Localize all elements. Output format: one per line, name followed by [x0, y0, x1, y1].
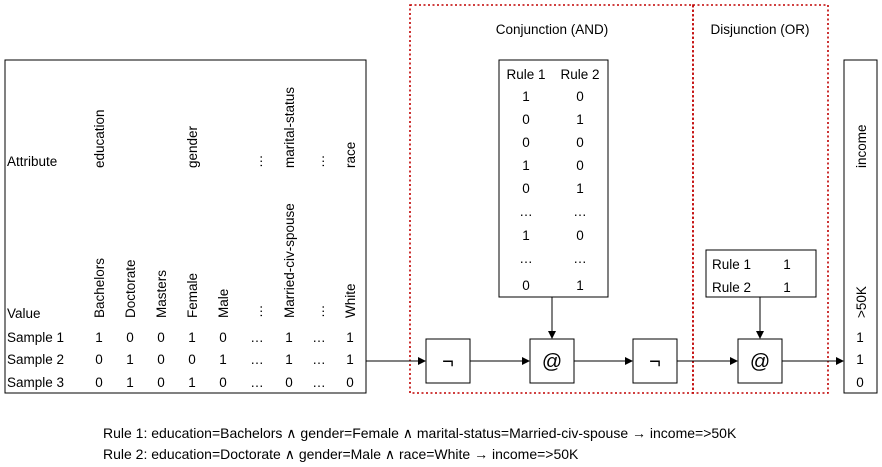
value-header: Married-civ-spouse	[282, 203, 297, 318]
sample-cell: 0	[346, 375, 354, 390]
conjunction-title: Conjunction (AND)	[496, 22, 609, 37]
conjunction-cell: …	[519, 251, 533, 266]
output-sample-3: 0	[856, 375, 864, 390]
sample-cell: 1	[95, 330, 103, 345]
value-header: …	[250, 305, 265, 319]
conjunction-cell: 1	[522, 158, 530, 173]
sample-cell: 1	[285, 352, 293, 367]
output-sample-1: 1	[856, 330, 864, 345]
attribute-header: education	[92, 109, 107, 168]
sample-cell: 1	[126, 375, 134, 390]
conjunction-cell: 0	[576, 228, 584, 243]
attribute-header: race	[343, 142, 358, 168]
or-operator-symbol: @	[750, 351, 770, 373]
rule-2-description: Rule 2: education=Doctorate ∧ gender=Mal…	[103, 446, 579, 462]
conjunction-cell: 1	[522, 228, 530, 243]
value-row-label: Value	[7, 306, 41, 321]
conjunction-cell: 0	[522, 181, 530, 196]
conjunction-rows: 1 0 0 1 0 0 1 0 0 1 … … 1 0 … … 0 1	[519, 89, 587, 293]
sample-cell: …	[250, 352, 264, 367]
sample-cell: …	[312, 375, 326, 390]
sample-cell: 0	[285, 375, 293, 390]
sample-cell: …	[312, 330, 326, 345]
sample-cell: …	[250, 330, 264, 345]
conjunction-cell: 1	[576, 112, 584, 127]
attribute-row-label: Attribute	[7, 154, 57, 169]
conjunction-cell: 0	[576, 158, 584, 173]
conjunction-cell: 1	[522, 89, 530, 104]
attribute-header: …	[312, 155, 327, 169]
disjunction-rules-box	[705, 249, 817, 298]
attribute-header: …	[250, 155, 265, 169]
sample-cell: 0	[188, 352, 196, 367]
input-table-box	[4, 59, 367, 394]
conjunction-cell: 0	[576, 135, 584, 150]
sample-cell: 1	[188, 375, 196, 390]
conjunction-cell: 0	[576, 89, 584, 104]
output-value: >50K	[854, 286, 869, 318]
conjunction-cell: 0	[522, 112, 530, 127]
conj-header-rule2: Rule 2	[560, 67, 599, 82]
conjunction-cell: …	[519, 204, 533, 219]
value-header: Doctorate	[123, 259, 138, 318]
conjunction-cell: 0	[522, 135, 530, 150]
rule-1-description: Rule 1: education=Bachelors ∧ gender=Fem…	[103, 425, 737, 441]
sample-label: Sample 2	[7, 352, 64, 367]
sample-label: Sample 3	[7, 375, 64, 390]
sample-cell: 0	[157, 375, 165, 390]
output-attribute: income	[854, 124, 869, 168]
sample-cell: 1	[126, 352, 134, 367]
output-sample-2: 1	[856, 352, 864, 367]
output-box	[843, 59, 878, 394]
sample-cell: 0	[219, 375, 227, 390]
not-operator-1-symbol: ¬	[442, 351, 454, 373]
not-operator-2-symbol: ¬	[649, 351, 661, 373]
sample-label: Sample 1	[7, 330, 64, 345]
sample-cell: 1	[285, 330, 293, 345]
attribute-header: gender	[185, 125, 200, 168]
sample-cell: 0	[95, 375, 103, 390]
sample-cell: 1	[346, 352, 354, 367]
sample-cell: 0	[126, 330, 134, 345]
attribute-columns: education gender … marital-status … race	[92, 87, 358, 168]
sample-cell: 0	[95, 352, 103, 367]
conjunction-cell: 0	[522, 278, 530, 293]
disj-rule2-label: Rule 2	[712, 280, 751, 295]
sample-cell: 1	[346, 330, 354, 345]
disj-rule1-label: Rule 1	[712, 257, 751, 272]
and-operator-symbol: @	[542, 351, 562, 373]
value-header: White	[343, 283, 358, 318]
disj-rule2-value: 1	[783, 280, 791, 295]
sample-cell: …	[312, 352, 326, 367]
conjunction-cell: …	[573, 204, 587, 219]
conj-header-rule1: Rule 1	[506, 67, 545, 82]
value-columns: Bachelors Doctorate Masters Female Male … Marr…	[92, 203, 358, 318]
value-header: Masters	[154, 270, 169, 318]
sample-cell: 0	[219, 330, 227, 345]
conjunction-cell: …	[573, 251, 587, 266]
conjunction-cell: 1	[576, 278, 584, 293]
disjunction-region	[692, 4, 829, 394]
sample-cell: 1	[188, 330, 196, 345]
value-header: Bachelors	[92, 258, 107, 318]
value-header: Male	[216, 289, 231, 318]
conjunction-cell: 1	[576, 181, 584, 196]
conjunction-rules-box	[498, 59, 609, 298]
value-header: …	[312, 305, 327, 319]
disjunction-title: Disjunction (OR)	[710, 22, 809, 37]
value-header: Female	[185, 273, 200, 318]
sample-cell: 0	[157, 352, 165, 367]
sample-cell: …	[250, 375, 264, 390]
sample-cell: 0	[157, 330, 165, 345]
disj-rule1-value: 1	[783, 257, 791, 272]
sample-cell: 1	[219, 352, 227, 367]
attribute-header: marital-status	[282, 87, 297, 168]
